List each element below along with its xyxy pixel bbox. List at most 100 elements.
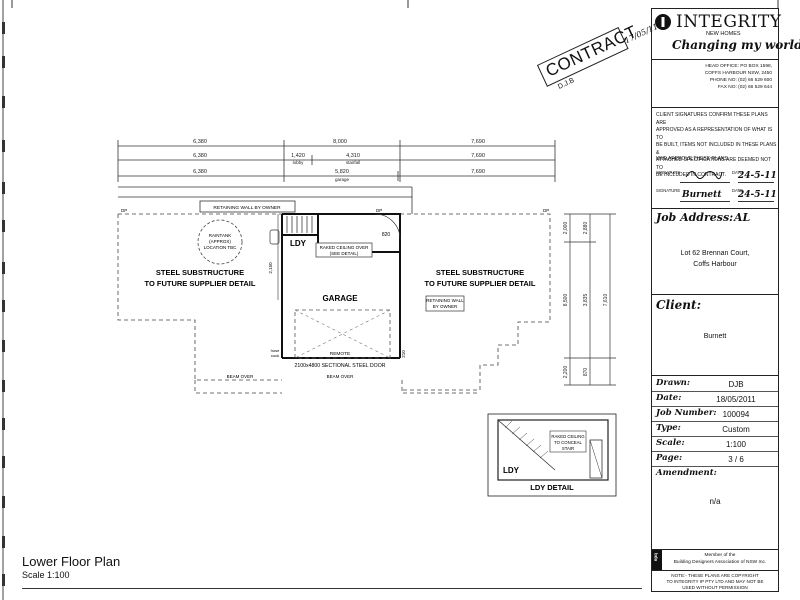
- copyright-line-2: TO INTEGRITY IP PTY LTD AND MAY NOT BE: [666, 579, 764, 584]
- ldy-detail-title: LDY DETAIL: [530, 483, 574, 492]
- hose-line2: cock: [271, 353, 279, 358]
- dim-row2-c: 4,310: [346, 153, 360, 159]
- approval-line-1: CLIENT SIGNATURES CONFIRM THESE PLANS AR…: [656, 112, 768, 126]
- ldy-detail-room-label: LDY: [503, 466, 520, 475]
- office-line-1: HEAD OFFICE: PO BOX 1598,: [705, 64, 772, 69]
- member-line-2: Building Designers Association of NSW In…: [673, 559, 767, 565]
- dp-label-2: DP: [376, 208, 382, 213]
- field-drawn: Drawn: DJB: [652, 377, 778, 392]
- left-dim-b: 210: [401, 350, 406, 358]
- ldy-detail-room: [497, 419, 609, 481]
- signature-date-1: 24-5-11: [738, 171, 777, 181]
- right-dim-a1: 2,000: [563, 222, 569, 235]
- field-scale: Scale: 1:100: [652, 437, 778, 452]
- upper-boundary: [118, 186, 413, 214]
- copyright-line-1: NOTE:- THESE PLANS ARE COPYRIGHT: [671, 573, 759, 578]
- right-dim-b3: 7,610: [603, 294, 609, 307]
- field-job-number-value: 100094: [722, 410, 750, 419]
- steel-right-line2: TO FUTURE SUPPLIER DETAIL: [425, 279, 536, 288]
- job-address-line-2: Coffs Harbour: [693, 261, 737, 268]
- beam-over-left: BEAM OVER: [227, 374, 255, 379]
- left-dim-a: 2,150: [268, 262, 273, 274]
- door-swing: [374, 213, 401, 240]
- field-drawn-label: Drawn:: [656, 378, 690, 388]
- right-dim-b2: 3,835: [583, 294, 589, 307]
- field-date-value: 18/05/2011: [716, 395, 756, 404]
- right-dimension-lines: [564, 213, 616, 386]
- dim-row1-a: 6,380: [193, 139, 207, 145]
- field-drawn-value: DJB: [728, 380, 744, 389]
- dim-row1-b: 8,000: [333, 139, 347, 145]
- retaining-wall-top-box: [199, 200, 296, 213]
- raintank-line2: (APPROX): [209, 239, 231, 244]
- company-tagline: Changing my world: [672, 38, 800, 52]
- dim-row1-c: 7,690: [471, 139, 485, 145]
- retaining-wall-right-line1: RETAINING WALL: [426, 298, 464, 303]
- dp-label-1: DP: [121, 208, 127, 213]
- dim-row3-b: 5,820: [335, 169, 349, 175]
- field-page: Page: 3 / 6: [652, 452, 778, 467]
- office-details: HEAD OFFICE: PO BOX 1598, COFFS HARBOUR …: [705, 63, 772, 91]
- hose-line1: hose: [271, 348, 280, 353]
- job-address-line-1: Lot 62 Brennan Court,: [680, 250, 750, 257]
- stair-treads: [286, 216, 313, 233]
- right-dim-b1: 8,500: [563, 294, 569, 307]
- steel-right-line1: STEEL SUBSTRUCTURE: [436, 268, 524, 277]
- signature-date-2: 24-5-11: [738, 190, 777, 200]
- ldy-label: LDY: [290, 239, 307, 248]
- dim-row2-d: 7,690: [471, 153, 485, 159]
- member-text: Member of the Building Designers Associa…: [664, 553, 776, 566]
- dashed-decks: [117, 213, 551, 394]
- signature-row-1: SIGNATURE DATE 24-5-11: [652, 169, 778, 183]
- raked-ceiling-box: [315, 242, 373, 258]
- dim-row2-sub-b: stairfall: [346, 160, 360, 165]
- plan-title: Lower Floor Plan: [22, 554, 121, 569]
- job-address: Lot 62 Brennan Court, Coffs Harbour: [652, 248, 778, 270]
- copyright-text: NOTE:- THESE PLANS ARE COPYRIGHT TO INTE…: [652, 573, 778, 591]
- bda-logo-text: bda: [653, 553, 659, 562]
- dimension-lines: [117, 140, 556, 182]
- retaining-wall-right-box: [425, 295, 465, 312]
- bottom-rule: [22, 588, 642, 589]
- approval-line-2: APPROVED AS A REPRESENTATION OF WHAT IS …: [656, 127, 773, 141]
- field-scale-label: Scale:: [656, 438, 685, 448]
- company-sub: NEW HOMES: [706, 31, 741, 37]
- ldy-detail-note-2: TO CONCEAL: [554, 440, 582, 445]
- steel-left-line2: TO FUTURE SUPPLIER DETAIL: [145, 279, 256, 288]
- title-block: INTEGRITY NEW HOMES Changing my world HE…: [651, 8, 800, 592]
- date-label-2: DATE: [732, 188, 743, 193]
- approval-text: CLIENT SIGNATURES CONFIRM THESE PLANS AR…: [656, 112, 778, 180]
- approval-line-5: BE INCLUDED IN CONTRACT.: [656, 172, 727, 178]
- integrity-logo-icon: [655, 14, 671, 30]
- right-dim-a2: 2,880: [583, 222, 589, 235]
- field-job-number: Job Number: 100094: [652, 407, 778, 422]
- bda-logo: bda: [652, 550, 662, 570]
- beam-over-right: BEAM OVER: [327, 374, 355, 379]
- office-line-4: FAX NO: (02) 66 529 644: [717, 85, 772, 90]
- plan-scale: Scale 1:100: [22, 570, 70, 580]
- raked-ceiling-line1: RAKED CEILING OVER: [320, 245, 370, 250]
- remote-label: REMOTE: [330, 351, 351, 357]
- door-spec: 2100x4800 SECTIONAL STEEL DOOR: [294, 363, 385, 369]
- ldy-detail-note-1: RAKED CEILING: [551, 434, 585, 439]
- dim-row3-a: 6,380: [193, 169, 207, 175]
- field-amendment: Amendment: n/a: [652, 467, 778, 509]
- field-page-label: Page:: [656, 453, 683, 463]
- right-dim-c2: 870: [583, 368, 589, 377]
- laundry-tub: [269, 229, 280, 245]
- signature-label-1: SIGNATURE: [656, 170, 681, 175]
- door-size: 820: [382, 232, 391, 238]
- client-name: Burnett: [703, 333, 727, 340]
- job-address-initials: AL: [734, 211, 751, 224]
- signature-row-2: SIGNATURE Burnett DATE 24-5-11: [652, 187, 778, 202]
- binder-edge: [2, 0, 5, 600]
- signature-scribble-1: [685, 171, 723, 180]
- field-job-number-label: Job Number:: [656, 408, 717, 418]
- garage-door-outline: [294, 309, 391, 359]
- dp-label-3: DP: [543, 208, 549, 213]
- office-line-2: COFFS HARBOUR NSW, 2450: [704, 71, 772, 76]
- field-scale-value: 1:100: [725, 440, 747, 449]
- dim-row2-b: 1,420: [291, 153, 305, 159]
- raintank-line3: LOCATION TBC: [204, 245, 238, 250]
